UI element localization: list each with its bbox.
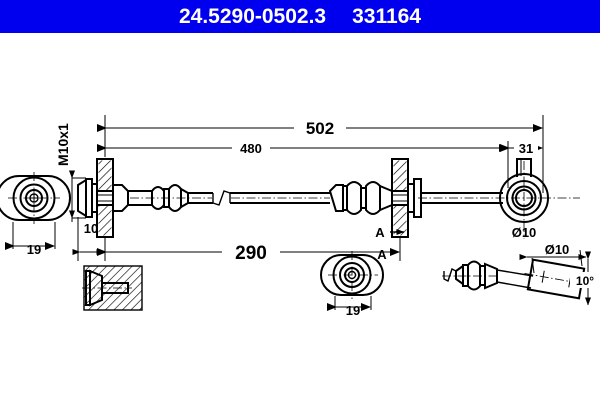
dim-overall-length: 502 [306,119,334,138]
hose-left-section [128,184,330,212]
section-a-view: A 19 [320,247,387,318]
section-view-label-a: A [377,247,387,262]
thread-label-group: M10x1 [55,123,86,222]
technical-drawing-canvas: 19 M10x1 [0,33,600,400]
dim-right-offset: 31 [519,141,533,156]
dim-banjo-bore: Ø10 [512,225,537,240]
dimension-bracket-290: 290 [97,237,401,264]
mid-bracket-fitting: A [328,158,422,240]
panel-mount-section-detail [82,265,143,311]
dimension-left-10: 10 [72,217,105,261]
dim-left-offset: 10 [84,221,98,236]
section-marker-a: A [375,225,385,240]
dimension-right-31: 31 [500,138,543,157]
reference-number: 331164 [352,4,422,28]
right-banjo-eye: Ø10 [418,158,580,240]
dim-hose-length: 480 [240,141,262,156]
left-end-view: 19 [0,172,71,257]
dimension-overall-502: 502 [97,115,544,193]
left-banjo-fitting [77,158,129,238]
dim-section-a-width: 19 [346,303,360,318]
dim-bracket-to-bracket: 290 [235,243,267,264]
thread-label: M10x1 [55,123,71,166]
dim-banjo-angle: 10° [576,274,594,288]
dim-detail-bore: Ø10 [545,242,570,257]
banjo-angle-detail: Ø10 10° [442,239,600,306]
dim-left-bracket-width: 19 [27,242,41,257]
part-number: 24.5290-0502.3 [178,4,327,28]
title-bar: 24.5290-0502.3 331164 [0,0,600,33]
dimension-hose-480: 480 [97,138,509,188]
